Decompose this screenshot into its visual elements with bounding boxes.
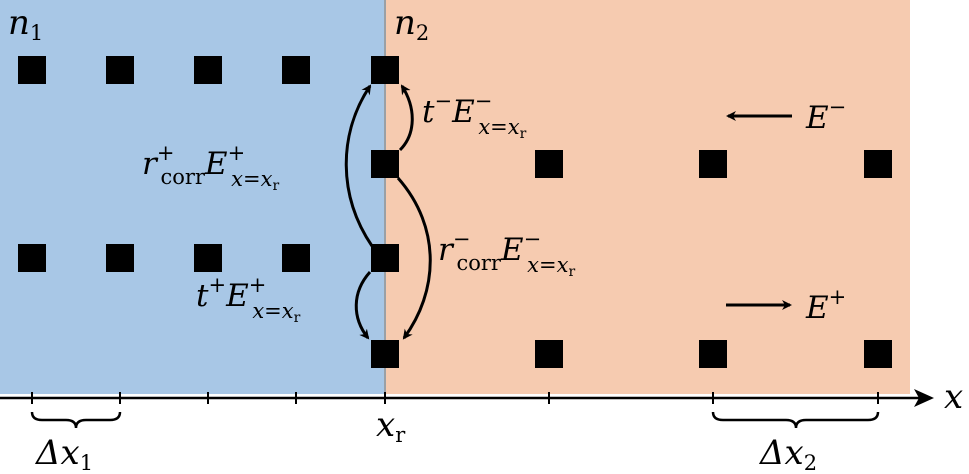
left-spacing-brace <box>30 411 122 429</box>
grid-node <box>864 340 892 368</box>
t-plus-arrow <box>354 270 372 340</box>
grid-node <box>535 340 563 368</box>
grid-node <box>371 244 399 272</box>
r-corr-minus-arrow <box>396 177 432 340</box>
interface-position-label: xr <box>376 405 406 447</box>
r-corr-plus-arrow <box>344 84 374 247</box>
x-axis-arrowhead <box>914 389 934 407</box>
region-n1-background <box>0 0 385 394</box>
region-n1-label: n1 <box>8 3 43 45</box>
grid-node <box>371 150 399 178</box>
grid-nodes <box>18 56 892 368</box>
grid-node <box>699 340 727 368</box>
t-minus-arrow <box>398 84 414 152</box>
grid-node <box>18 244 46 272</box>
x-axis-label: x <box>944 377 963 417</box>
grid-node <box>699 150 727 178</box>
t-plus-label: t+E+x=xr <box>196 273 301 326</box>
x-axis-ticks <box>31 392 879 404</box>
grid-node <box>282 56 310 84</box>
grid-node <box>106 56 134 84</box>
grid-node <box>864 150 892 178</box>
region-n2-label: n2 <box>394 3 429 45</box>
region-n2-background <box>385 0 910 394</box>
grid-node <box>535 150 563 178</box>
grid-node <box>371 340 399 368</box>
forward-wave-label: E+ <box>805 285 846 326</box>
grid-node <box>194 56 222 84</box>
right-spacing-label: Δx2 <box>758 433 817 474</box>
grid-node <box>18 56 46 84</box>
t-minus-label: t−E−x=xr <box>422 89 527 142</box>
right-spacing-brace <box>711 411 880 429</box>
grid-node <box>282 244 310 272</box>
coupling-arrows <box>344 84 432 340</box>
grid-node <box>194 244 222 272</box>
r-corr-minus-label: r−corrE−x=xr <box>438 227 575 280</box>
left-spacing-label: Δx1 <box>34 433 93 474</box>
backward-wave-label: E− <box>805 95 846 136</box>
grid-node <box>371 56 399 84</box>
r-corr-plus-label: r+corrE+x=xr <box>142 141 279 194</box>
grid-node <box>106 244 134 272</box>
